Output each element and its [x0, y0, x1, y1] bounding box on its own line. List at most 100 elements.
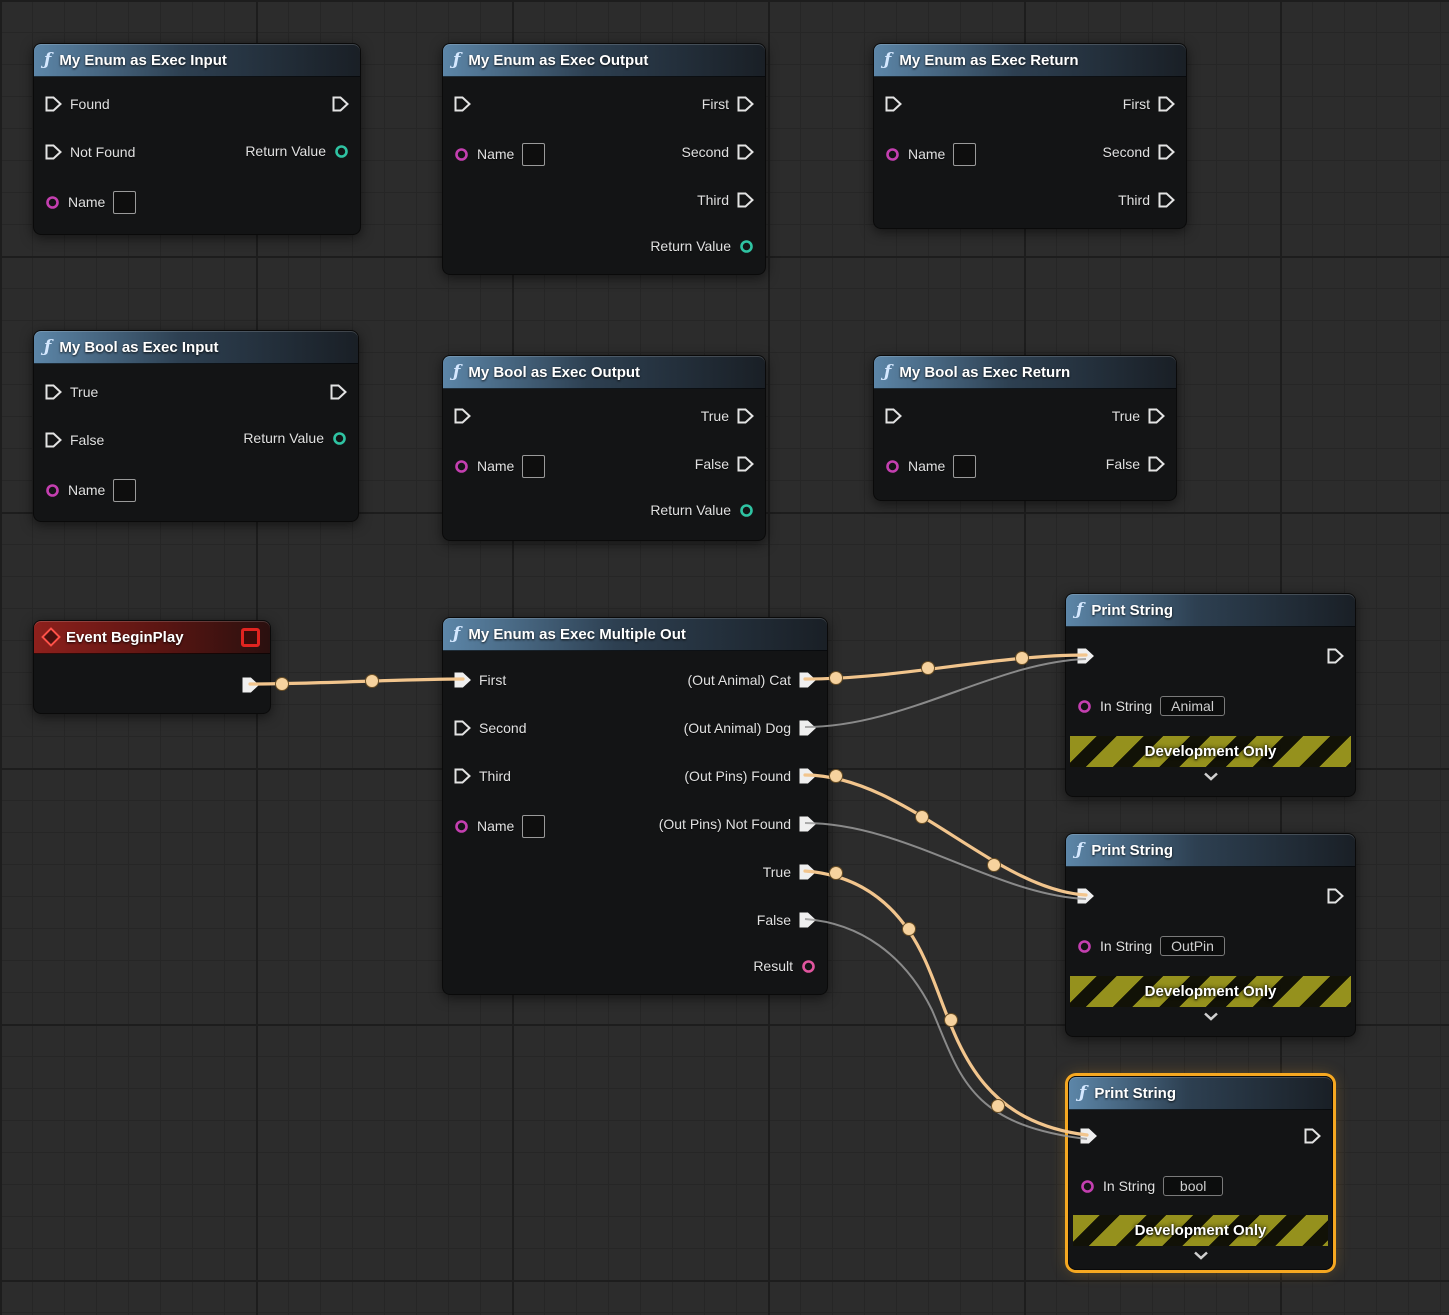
result-pin-icon[interactable] — [801, 959, 816, 974]
name-pin-icon[interactable] — [454, 147, 469, 162]
return-value-pin-icon[interactable] — [334, 144, 349, 159]
exec-out-pin-icon[interactable] — [1327, 888, 1344, 904]
return-value-pin-icon[interactable] — [739, 503, 754, 518]
exec-in-pin-icon[interactable] — [454, 96, 471, 112]
collapse-button[interactable] — [1066, 1012, 1355, 1021]
exec-in-pin-icon[interactable] — [885, 408, 902, 424]
wire-dog-to-print1[interactable] — [804, 658, 1087, 728]
name-default-checkbox[interactable] — [113, 478, 137, 502]
exec-out-pin-icon[interactable] — [799, 912, 816, 928]
exec-out-pin-icon[interactable] — [737, 96, 754, 112]
wire-false-to-print3[interactable] — [804, 918, 1088, 1140]
exec-in-pin-icon[interactable] — [454, 408, 471, 424]
node-print-string-bool[interactable]: ƒ Print String In String bool Developmen… — [1068, 1076, 1333, 1270]
wire-true-to-print3[interactable] — [803, 869, 1089, 1137]
node-header: ƒ My Enum as Exec Output — [443, 44, 765, 77]
exec-out-pin-icon[interactable] — [242, 677, 259, 693]
wire-beginplay-to-first[interactable] — [248, 677, 465, 686]
exec-out-pin-icon[interactable] — [332, 96, 349, 112]
pin-row-true: True — [763, 858, 816, 886]
exec-out-pin-icon[interactable] — [1304, 1128, 1321, 1144]
name-pin-icon[interactable] — [454, 819, 469, 834]
exec-in-pin-icon[interactable] — [1077, 888, 1094, 904]
node-my-bool-as-exec-return[interactable]: ƒ My Bool as Exec Return Name True False — [873, 355, 1177, 501]
exec-out-pin-icon[interactable] — [799, 816, 816, 832]
exec-in-pin-icon[interactable] — [454, 672, 471, 688]
collapse-button[interactable] — [1069, 1251, 1332, 1260]
node-header: ƒ Print String — [1066, 594, 1355, 627]
pin-label: Second — [479, 720, 527, 736]
exec-out-pin-icon[interactable] — [799, 768, 816, 784]
exec-out-pin-icon[interactable] — [737, 456, 754, 472]
exec-out-pin-icon[interactable] — [737, 408, 754, 424]
exec-out-pin-icon[interactable] — [1327, 648, 1344, 664]
node-my-enum-as-exec-multiple-out[interactable]: ƒ My Enum as Exec Multiple Out First Sec… — [442, 617, 828, 995]
exec-out-pin-icon[interactable] — [1158, 96, 1175, 112]
wire-cat-to-print1[interactable] — [803, 653, 1088, 681]
exec-in-pin-icon[interactable] — [1080, 1128, 1097, 1144]
node-my-enum-as-exec-return[interactable]: ƒ My Enum as Exec Return Name First Seco… — [873, 43, 1187, 229]
node-event-beginplay[interactable]: Event BeginPlay — [33, 620, 271, 714]
return-value-pin-icon[interactable] — [332, 431, 347, 446]
node-my-enum-as-exec-input[interactable]: ƒ My Enum as Exec Input Found Not Found … — [33, 43, 361, 235]
function-icon: ƒ — [44, 49, 52, 70]
node-my-bool-as-exec-input[interactable]: ƒ My Bool as Exec Input True False Name … — [33, 330, 359, 522]
name-pin-icon[interactable] — [45, 195, 60, 210]
pin-label: False — [1105, 456, 1140, 472]
string-pin-icon[interactable] — [1080, 1179, 1095, 1194]
node-print-string-animal[interactable]: ƒ Print String In String Animal Developm… — [1065, 593, 1356, 797]
string-pin-icon[interactable] — [1077, 699, 1092, 714]
return-value-pin-icon[interactable] — [739, 239, 754, 254]
exec-in-pin-icon[interactable] — [45, 96, 62, 112]
exec-in-pin-icon[interactable] — [1077, 648, 1094, 664]
exec-out-pin-icon[interactable] — [1148, 456, 1165, 472]
name-default-checkbox[interactable] — [522, 814, 546, 838]
exec-out-pin-icon[interactable] — [330, 384, 347, 400]
exec-out-pin-icon[interactable] — [1148, 408, 1165, 424]
wire-found-to-print2[interactable] — [803, 773, 1088, 897]
exec-bubble — [829, 769, 843, 783]
exec-in-pin-icon[interactable] — [45, 384, 62, 400]
in-string-field[interactable]: Animal — [1160, 696, 1225, 716]
collapse-button[interactable] — [1066, 772, 1355, 781]
exec-in-pin-icon[interactable] — [454, 720, 471, 736]
in-string-field[interactable]: bool — [1163, 1176, 1224, 1196]
wire-notfound-to-print2[interactable] — [804, 822, 1087, 900]
name-default-checkbox[interactable] — [953, 454, 977, 478]
pin-row-return-value: Return Value — [245, 137, 349, 165]
in-string-field[interactable]: OutPin — [1160, 936, 1225, 956]
exec-out-pin-icon[interactable] — [1158, 144, 1175, 160]
exec-bubble — [987, 858, 1001, 872]
exec-out-pin-icon[interactable] — [1158, 192, 1175, 208]
name-default-checkbox[interactable] — [522, 454, 546, 478]
exec-in-pin-icon[interactable] — [885, 96, 902, 112]
exec-in-pin-icon[interactable] — [45, 144, 62, 160]
pin-label: Found — [70, 96, 110, 112]
name-default-checkbox[interactable] — [113, 190, 137, 214]
pin-row-exec-in — [885, 90, 902, 118]
pin-row-out-cat: (Out Animal) Cat — [688, 666, 816, 694]
exec-in-pin-icon[interactable] — [45, 432, 62, 448]
name-pin-icon[interactable] — [885, 459, 900, 474]
pin-label: In String — [1103, 1178, 1156, 1194]
name-pin-icon[interactable] — [454, 459, 469, 474]
name-default-checkbox[interactable] — [522, 142, 546, 166]
exec-out-pin-icon[interactable] — [737, 144, 754, 160]
exec-out-pin-icon[interactable] — [737, 192, 754, 208]
node-print-string-outpin[interactable]: ƒ Print String In String OutPin Developm… — [1065, 833, 1356, 1037]
exec-in-pin-icon[interactable] — [454, 768, 471, 784]
name-pin-icon[interactable] — [45, 483, 60, 498]
node-title: Print String — [1094, 1084, 1176, 1102]
exec-out-pin-icon[interactable] — [799, 864, 816, 880]
name-default-checkbox[interactable] — [953, 142, 977, 166]
name-pin-icon[interactable] — [885, 147, 900, 162]
node-my-bool-as-exec-output[interactable]: ƒ My Bool as Exec Output Name True False… — [442, 355, 766, 541]
node-header: ƒ My Bool as Exec Output — [443, 356, 765, 389]
pin-row-out-not-found: (Out Pins) Not Found — [659, 810, 816, 838]
function-icon: ƒ — [44, 336, 52, 357]
exec-out-pin-icon[interactable] — [799, 672, 816, 688]
exec-out-pin-icon[interactable] — [799, 720, 816, 736]
node-my-enum-as-exec-output[interactable]: ƒ My Enum as Exec Output Name First Seco… — [442, 43, 766, 275]
string-pin-icon[interactable] — [1077, 939, 1092, 954]
